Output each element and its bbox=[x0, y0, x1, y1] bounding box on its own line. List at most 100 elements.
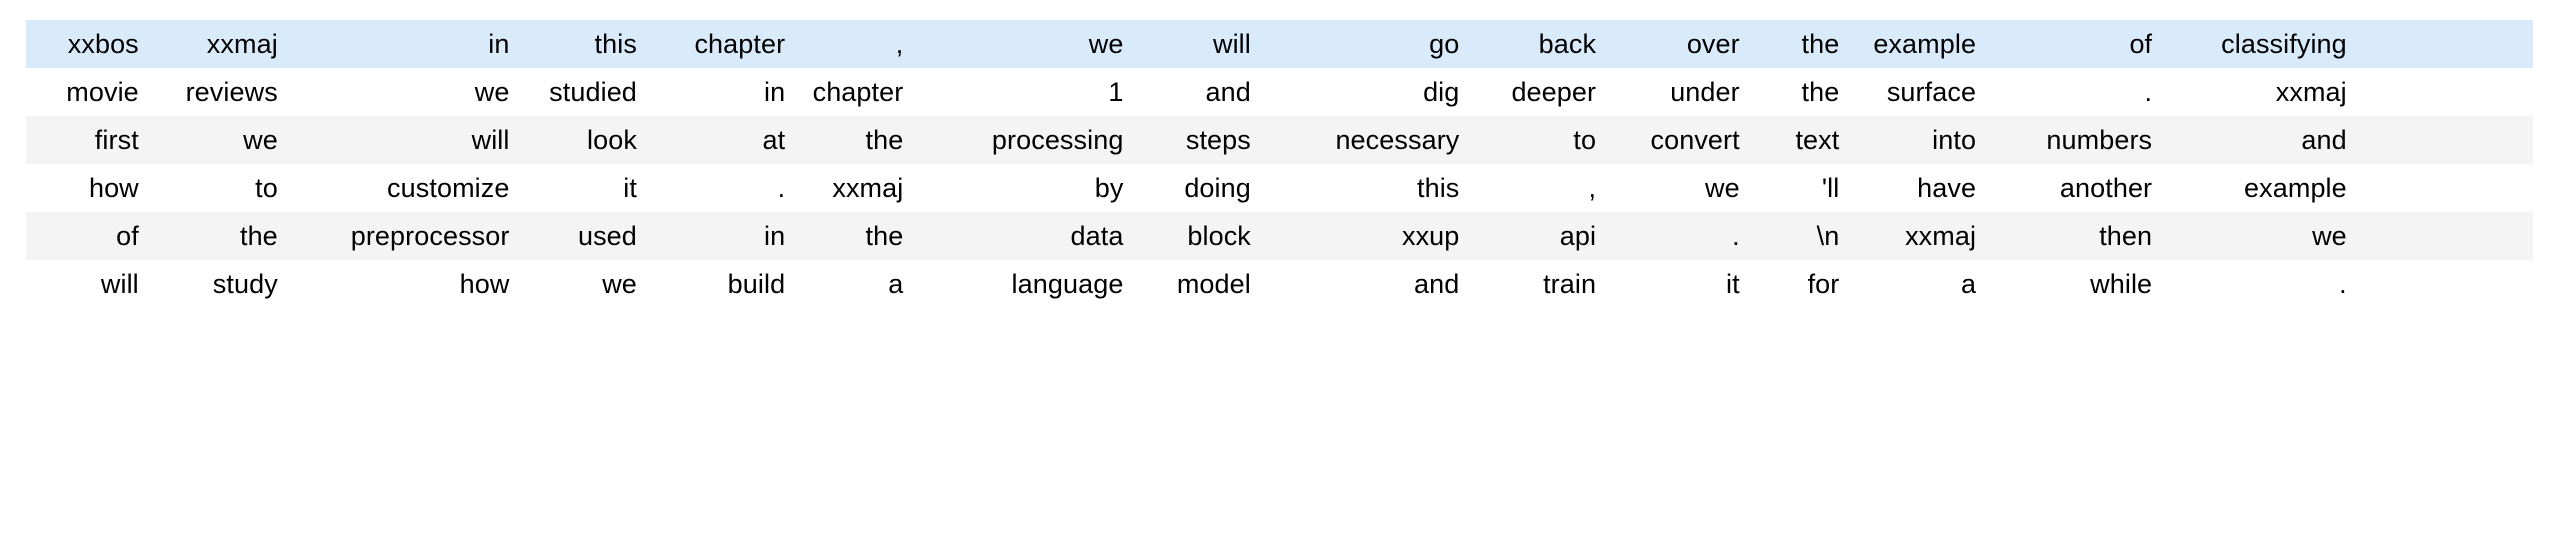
token-cell: of bbox=[26, 212, 149, 260]
token-cell: the bbox=[148, 212, 288, 260]
token-cell: deeper bbox=[1469, 68, 1607, 116]
token-cell: customize bbox=[287, 164, 520, 212]
token-cell: we bbox=[2162, 212, 2357, 260]
token-cell: 'll bbox=[1749, 164, 1850, 212]
token-cell: block bbox=[1133, 212, 1261, 260]
token-cell: it bbox=[1606, 260, 1750, 308]
token-cell: this bbox=[1260, 164, 1470, 212]
token-cell: preprocessor bbox=[287, 212, 520, 260]
token-cell: we bbox=[287, 68, 520, 116]
token-cell: and bbox=[1133, 68, 1261, 116]
token-cell: go bbox=[1260, 20, 1470, 68]
token-cell: we bbox=[148, 116, 288, 164]
token-cell: to bbox=[148, 164, 288, 212]
token-cell: text bbox=[1749, 116, 1850, 164]
token-cell: by bbox=[913, 164, 1134, 212]
token-cell: will bbox=[287, 116, 520, 164]
token-cell: language bbox=[913, 260, 1134, 308]
token-cell: model bbox=[1133, 260, 1261, 308]
token-cell: studied bbox=[519, 68, 647, 116]
token-cell: to bbox=[1469, 116, 1607, 164]
token-cell: have bbox=[1849, 164, 1987, 212]
token-cell: back bbox=[1469, 20, 1607, 68]
token-cell: , bbox=[1469, 164, 1607, 212]
token-cell: the bbox=[795, 212, 914, 260]
token-cell: convert bbox=[1606, 116, 1750, 164]
token-cell: xxup bbox=[1260, 212, 1470, 260]
token-cell: used bbox=[519, 212, 647, 260]
token-cell: train bbox=[1469, 260, 1607, 308]
token-cell: at bbox=[646, 116, 796, 164]
token-cell: for bbox=[1749, 260, 1850, 308]
token-cell: xxmaj bbox=[148, 20, 288, 68]
token-cell: into bbox=[1849, 116, 1987, 164]
token-cell: under bbox=[1606, 68, 1750, 116]
token-cell: in bbox=[646, 68, 796, 116]
token-cell: it bbox=[519, 164, 647, 212]
token-cell: and bbox=[2162, 116, 2357, 164]
token-cell: . bbox=[646, 164, 796, 212]
token-cell: movie bbox=[26, 68, 149, 116]
token-cell: we bbox=[1606, 164, 1750, 212]
token-cell: chapter bbox=[795, 68, 914, 116]
token-cell: the bbox=[795, 116, 914, 164]
token-cell: chapter bbox=[646, 20, 796, 68]
token-cell: necessary bbox=[1260, 116, 1470, 164]
token-cell: we bbox=[913, 20, 1134, 68]
token-cell: in bbox=[646, 212, 796, 260]
token-cell: xxmaj bbox=[795, 164, 914, 212]
token-cell bbox=[2356, 164, 2533, 212]
token-cell: how bbox=[287, 260, 520, 308]
token-cell: we bbox=[519, 260, 647, 308]
token-cell: classifying bbox=[2162, 20, 2357, 68]
token-cell: dig bbox=[1260, 68, 1470, 116]
token-cell: look bbox=[519, 116, 647, 164]
token-cell: will bbox=[26, 260, 149, 308]
token-cell: api bbox=[1469, 212, 1607, 260]
token-cell: processing bbox=[913, 116, 1134, 164]
token-cell: how bbox=[26, 164, 149, 212]
token-cell: xxbos bbox=[26, 20, 149, 68]
token-cell: steps bbox=[1133, 116, 1261, 164]
token-cell bbox=[2356, 260, 2533, 308]
token-cell: a bbox=[795, 260, 914, 308]
token-cell: first bbox=[26, 116, 149, 164]
token-cell: \n bbox=[1749, 212, 1850, 260]
token-cell: . bbox=[1986, 68, 2163, 116]
token-cell bbox=[2356, 68, 2533, 116]
token-cell: study bbox=[148, 260, 288, 308]
token-cell: . bbox=[2162, 260, 2357, 308]
token-cell: 1 bbox=[913, 68, 1134, 116]
token-cell bbox=[2356, 116, 2533, 164]
token-cell: . bbox=[1606, 212, 1750, 260]
token-cell: of bbox=[1986, 20, 2163, 68]
token-cell: example bbox=[1849, 20, 1987, 68]
token-cell: surface bbox=[1849, 68, 1987, 116]
token-cell bbox=[2356, 212, 2533, 260]
token-cell: example bbox=[2162, 164, 2357, 212]
token-cell: another bbox=[1986, 164, 2163, 212]
token-cell: , bbox=[795, 20, 914, 68]
token-cell: and bbox=[1260, 260, 1470, 308]
token-cell: xxmaj bbox=[1849, 212, 1987, 260]
token-cell: build bbox=[646, 260, 796, 308]
token-cell bbox=[2356, 20, 2533, 68]
token-cell: the bbox=[1749, 68, 1850, 116]
token-cell: data bbox=[913, 212, 1134, 260]
token-cell: will bbox=[1133, 20, 1261, 68]
token-cell: reviews bbox=[148, 68, 288, 116]
token-cell: a bbox=[1849, 260, 1987, 308]
token-cell: this bbox=[519, 20, 647, 68]
token-cell: over bbox=[1606, 20, 1750, 68]
token-cell: then bbox=[1986, 212, 2163, 260]
token-cell: numbers bbox=[1986, 116, 2163, 164]
